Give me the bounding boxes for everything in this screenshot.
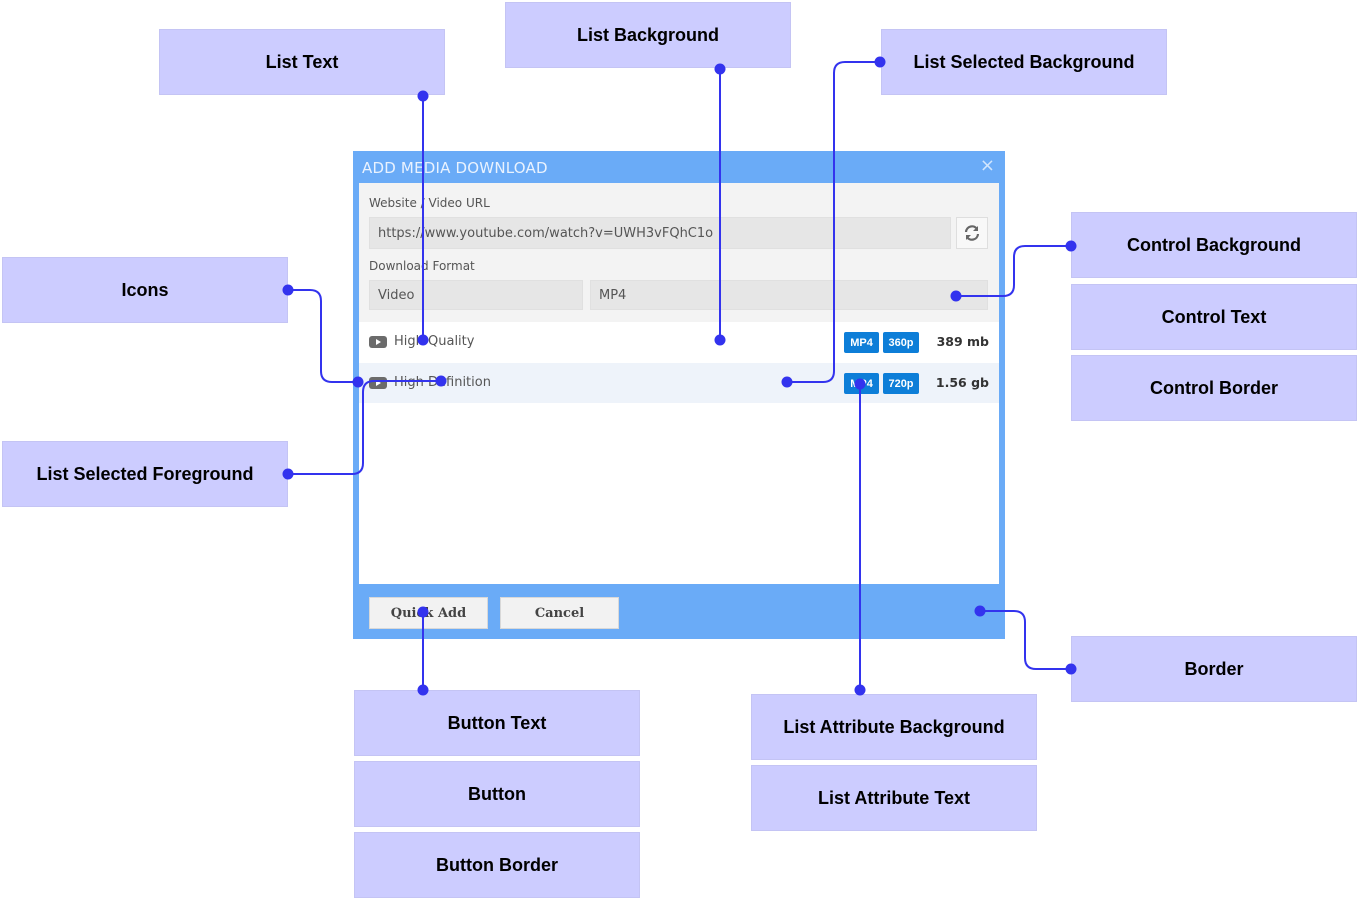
resolution-badge: 720p	[883, 373, 919, 394]
connector-dot	[282, 468, 294, 480]
connector-dot	[714, 63, 726, 75]
callout-control-background: Control Background	[1071, 212, 1357, 278]
format-badge: MP4	[844, 332, 879, 353]
connector-dot	[1065, 663, 1077, 675]
connector-icons	[288, 289, 358, 383]
connector-list-selected-background	[787, 61, 880, 383]
callout-button-text: Button Text	[354, 690, 640, 756]
callout-list-selected-background: List Selected Background	[881, 29, 1167, 95]
connector-border	[980, 610, 1071, 670]
connector-dot	[781, 376, 793, 388]
connector-dot	[352, 376, 364, 388]
callout-icons: Icons	[2, 257, 288, 323]
size-label: 389 mb	[936, 334, 989, 349]
callout-list-selected-foreground: List Selected Foreground	[2, 441, 288, 507]
connector-dot	[282, 284, 294, 296]
resolution-badge: 360p	[883, 332, 919, 353]
connector-dot	[417, 90, 429, 102]
url-input[interactable]: https://www.youtube.com/watch?v=UWH3vFQh…	[369, 217, 951, 249]
callout-list-attribute-text: List Attribute Text	[751, 765, 1037, 831]
connector-dot	[417, 684, 429, 696]
connector-dot	[417, 334, 429, 346]
video-icon	[369, 336, 387, 348]
callout-button-border: Button Border	[354, 832, 640, 898]
connector-dot	[974, 605, 986, 617]
callout-list-text: List Text	[159, 29, 445, 95]
refresh-icon	[964, 225, 980, 241]
connector-dot	[874, 56, 886, 68]
connector-dot	[854, 378, 866, 390]
cancel-button[interactable]: Cancel	[500, 597, 619, 629]
callout-list-background: List Background	[505, 2, 791, 68]
connector-dot	[417, 606, 429, 618]
dialog-title: ADD MEDIA DOWNLOAD	[362, 159, 548, 177]
list-item-high-quality[interactable]: High Quality MP4 360p 389 mb	[359, 322, 999, 362]
connector-dot	[1065, 240, 1077, 252]
callout-control-text: Control Text	[1071, 284, 1357, 350]
callout-border: Border	[1071, 636, 1357, 702]
connector-dot	[714, 334, 726, 346]
refresh-button[interactable]	[956, 217, 988, 249]
format-container-select[interactable]: MP4	[590, 280, 988, 310]
callout-button: Button	[354, 761, 640, 827]
close-icon[interactable]: ×	[979, 155, 995, 176]
connector-list-selected-foreground	[288, 380, 441, 475]
callout-list-attribute-background: List Attribute Background	[751, 694, 1037, 760]
connector-dot	[435, 375, 447, 387]
callout-control-border: Control Border	[1071, 355, 1357, 421]
connector-dot	[854, 684, 866, 696]
connector-dot	[950, 290, 962, 302]
quick-add-button[interactable]: Quick Add	[369, 597, 488, 629]
list-item-label: High Quality	[394, 334, 475, 349]
format-label: Download Format	[369, 259, 475, 273]
connector-control-background	[956, 245, 1071, 297]
form-area: Website / Video URL https://www.youtube.…	[359, 183, 999, 322]
format-type-select[interactable]: Video	[369, 280, 583, 310]
url-label: Website / Video URL	[369, 196, 490, 210]
dialog-body: Website / Video URL https://www.youtube.…	[359, 183, 999, 584]
size-label: 1.56 gb	[935, 375, 989, 390]
add-media-dialog: ADD MEDIA DOWNLOAD × Website / Video URL…	[353, 151, 1005, 639]
